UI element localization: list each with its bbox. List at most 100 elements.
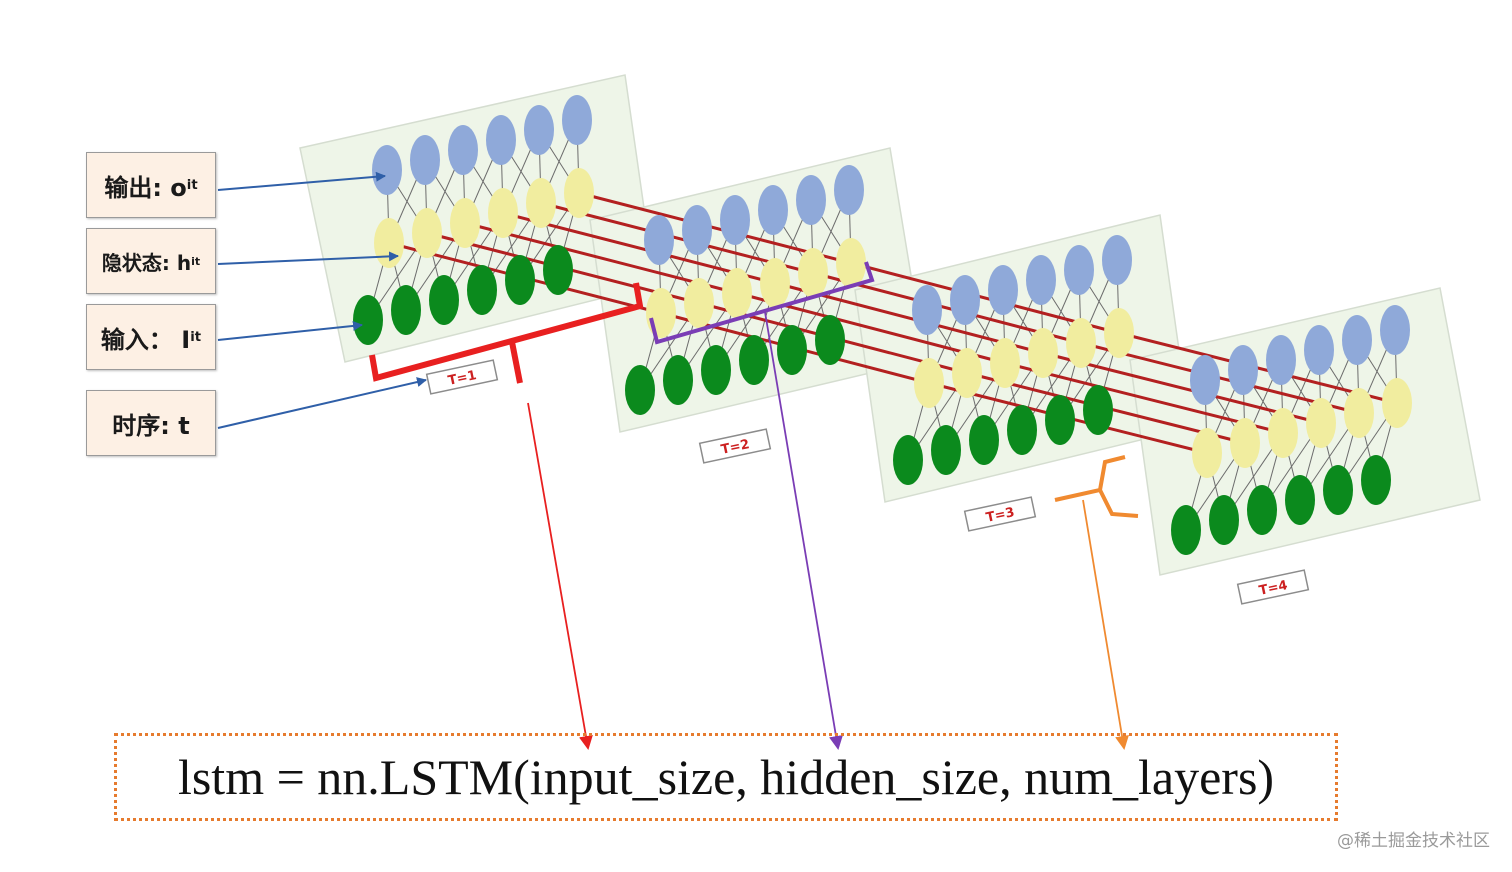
output-node	[1190, 355, 1220, 405]
output-node	[486, 115, 516, 165]
output-node	[562, 95, 592, 145]
num-layers-arrow	[1082, 499, 1129, 750]
timestep-tag: T=1	[425, 359, 499, 395]
output-node	[644, 215, 674, 265]
hidden-node	[952, 348, 982, 398]
label-arrow	[217, 320, 363, 341]
hidden-node	[646, 288, 676, 338]
timestep-tag: T=2	[698, 428, 772, 464]
hidden-node	[1104, 308, 1134, 358]
input-node	[467, 265, 497, 315]
hidden-node	[450, 198, 480, 248]
output-node	[988, 265, 1018, 315]
hidden-node	[488, 188, 518, 238]
hidden-node	[526, 178, 556, 228]
output-node	[1026, 255, 1056, 305]
recurrent-link	[1080, 341, 1360, 415]
output-node	[410, 135, 440, 185]
hidden-node	[1344, 388, 1374, 438]
timestep-tag: T=4	[1236, 569, 1310, 605]
input-node	[815, 315, 845, 365]
code-box: lstm = nn.LSTM(input_size, hidden_size, …	[114, 733, 1338, 821]
hidden-size-arrow	[764, 311, 843, 750]
hidden-node	[990, 338, 1020, 388]
timestep-tag-text: T=4	[1258, 578, 1289, 599]
timestep-tag-text: T=2	[720, 437, 751, 458]
input-size-bracket-stem	[509, 341, 523, 384]
timestep-tag-box	[698, 428, 772, 464]
hidden-node	[1382, 378, 1412, 428]
num-layers-bracket-bottom	[1098, 489, 1139, 518]
hidden-node	[1230, 418, 1260, 468]
output-node	[796, 175, 826, 225]
output-node	[1064, 245, 1094, 295]
timestep-tag-text: T=1	[447, 368, 478, 389]
time-label-text: 时序: t	[112, 411, 190, 440]
timestep-tag: T=3	[963, 496, 1037, 532]
output-node	[912, 285, 942, 335]
hidden-node	[684, 278, 714, 328]
output-node	[682, 205, 712, 255]
timestep-tag-text: T=3	[985, 505, 1016, 526]
hidden-size-bracket	[649, 261, 875, 345]
code-text: lstm = nn.LSTM(input_size, hidden_size, …	[177, 749, 1275, 805]
hidden-state-label-text: 隐状态: h	[101, 250, 192, 275]
timestep-tag-box	[963, 496, 1037, 532]
input-node	[1323, 465, 1353, 515]
label-arrow	[217, 251, 399, 265]
input-node	[543, 245, 573, 295]
input-node	[777, 325, 807, 375]
hidden-node	[1028, 328, 1058, 378]
timestep-tag-box	[425, 359, 499, 395]
input-node	[1083, 385, 1113, 435]
num-layers-bracket-top	[1054, 455, 1126, 502]
hidden-node	[1306, 398, 1336, 448]
input-node	[1285, 475, 1315, 525]
input-node	[969, 415, 999, 465]
input-node	[1171, 505, 1201, 555]
input-node	[505, 255, 535, 305]
recurrent-link	[1042, 351, 1322, 425]
hidden-node	[1066, 318, 1096, 368]
input-node	[625, 365, 655, 415]
input-node	[1007, 405, 1037, 455]
input-node	[701, 345, 731, 395]
output-node	[448, 125, 478, 175]
hidden-node	[374, 218, 404, 268]
input-node	[1209, 495, 1239, 545]
recurrent-link	[1118, 331, 1398, 405]
hidden-node	[412, 208, 442, 258]
input-node	[663, 355, 693, 405]
input-node	[931, 425, 961, 475]
timestep-tag-box	[1236, 569, 1310, 605]
input-node	[353, 295, 383, 345]
label-arrow	[217, 377, 427, 429]
hidden-node	[914, 358, 944, 408]
input-size-arrow	[527, 402, 593, 750]
hidden-node	[722, 268, 752, 318]
input-node	[1045, 395, 1075, 445]
output-node	[1228, 345, 1258, 395]
output-node	[1266, 335, 1296, 385]
output-node	[950, 275, 980, 325]
output-node	[524, 105, 554, 155]
output-node	[1304, 325, 1334, 375]
hidden-node	[1268, 408, 1298, 458]
output-node	[834, 165, 864, 215]
input-node	[1247, 485, 1277, 535]
output-node	[1342, 315, 1372, 365]
output-node	[1380, 305, 1410, 355]
input-node	[391, 285, 421, 335]
output-node	[720, 195, 750, 245]
hidden-node	[798, 248, 828, 298]
time-label: 时序: t	[86, 390, 216, 456]
output-label-text: 输出: o	[104, 173, 187, 202]
input-size-bracket	[369, 282, 644, 382]
output-node	[758, 185, 788, 235]
output-node	[1102, 235, 1132, 285]
hidden-node	[760, 258, 790, 308]
hidden-node	[1192, 428, 1222, 478]
